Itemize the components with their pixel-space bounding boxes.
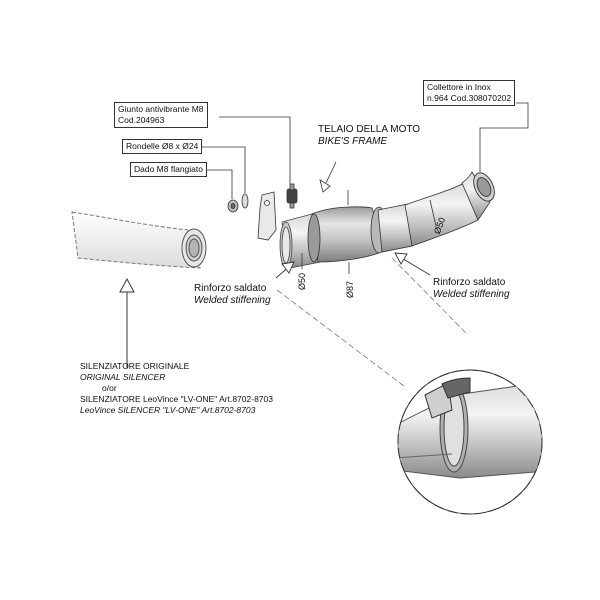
antivibration-joint-icon [286, 183, 298, 209]
callout-leaders [198, 102, 529, 199]
silencer-can [307, 206, 388, 263]
callout-collettore: Collettore in Inox n.964 Cod.308070202 [423, 80, 516, 106]
original-silencer-inlet-icon [181, 228, 207, 268]
dimension-d87: Ø87 [345, 280, 355, 298]
label-telaio-line2: BIKE'S FRAME [318, 136, 388, 147]
callout-giunto-line1: Giunto antivibrante M8 [118, 104, 204, 114]
mounting-bracket [257, 191, 277, 241]
label-telaio: TELAIO DELLA MOTO BIKE'S FRAME [318, 124, 420, 148]
silencer-pointer-arrow [119, 277, 135, 368]
nut-icon [227, 199, 239, 213]
label-rinforzo-right: Rinforzo saldato Welded stiffening [433, 277, 510, 301]
original-silencer-outline [71, 211, 201, 269]
callout-dado-line1: Dado M8 flangiato [134, 164, 203, 174]
callout-rondelle-line1: Rondelle Ø8 x Ø24 [126, 141, 199, 151]
label-rinforzo-right-line1: Rinforzo saldato [433, 277, 506, 288]
label-silenziatore-line1: SILENZIATORE ORIGINALE [80, 361, 190, 371]
label-silenziatore: SILENZIATORE ORIGINALE ORIGINAL SILENCER… [80, 361, 273, 416]
stiffening-arrow-left-icon [275, 261, 295, 279]
label-telaio-line1: TELAIO DELLA MOTO [318, 124, 421, 135]
collector-flange-icon [473, 172, 495, 202]
stiffening-arrow-right-icon [394, 252, 431, 276]
frame-arrow-icon [319, 161, 337, 193]
washer-icon [241, 193, 249, 209]
label-silenziatore-line4: SILENZIATORE LeoVince "LV-ONE" Art.8702-… [80, 394, 273, 404]
label-silenziatore-line5: LeoVince SILENCER "LV-ONE" Art.8702-8703 [80, 405, 256, 415]
collector-pipe [377, 171, 491, 253]
callout-giunto-line2: Cod.204963 [118, 115, 165, 125]
callout-rondelle: Rondelle Ø8 x Ø24 [122, 139, 203, 154]
label-silenziatore-line2: ORIGINAL SILENCER [80, 372, 166, 382]
dimension-d50-left: Ø50 [297, 272, 307, 290]
callout-collettore-line1: Collettore in Inox [427, 82, 491, 92]
label-rinforzo-right-line2: Welded stiffening [433, 289, 510, 300]
label-silenziatore-line3: o/or [102, 383, 117, 393]
label-rinforzo-left: Rinforzo saldato Welded stiffening [194, 283, 271, 307]
label-rinforzo-left-line2: Welded stiffening [194, 295, 271, 306]
detail-view [397, 369, 543, 515]
detail-connector [276, 257, 469, 387]
label-rinforzo-left-line1: Rinforzo saldato [194, 283, 267, 294]
callout-dado: Dado M8 flangiato [130, 162, 207, 177]
dimension-ticks [301, 190, 437, 274]
callout-giunto: Giunto antivibrante M8 Cod.204963 [114, 102, 208, 128]
callout-collettore-line2: n.964 Cod.308070202 [427, 93, 512, 103]
